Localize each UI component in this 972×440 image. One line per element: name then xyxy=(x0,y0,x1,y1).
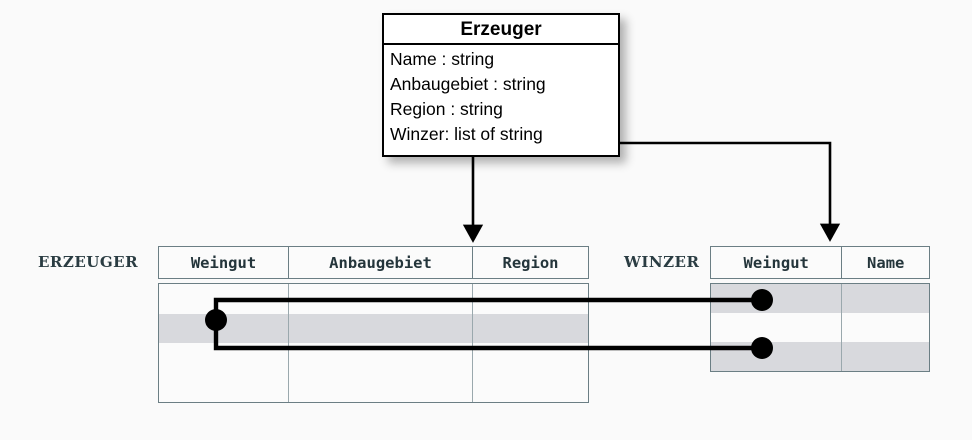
column-header-region: Region xyxy=(502,253,559,272)
table-cell xyxy=(289,372,473,402)
table-cell xyxy=(159,372,289,402)
table-cell xyxy=(711,284,843,313)
uml-attribute: Anbaugebiet : string xyxy=(390,74,546,94)
table-cell xyxy=(473,314,588,344)
table-cell xyxy=(711,342,843,371)
winzer-mapping-arrow xyxy=(607,141,841,242)
table-cell xyxy=(159,343,289,373)
table-cell xyxy=(473,373,588,403)
column-header-name: Name xyxy=(867,253,905,272)
table-cell xyxy=(289,313,473,343)
table-row[interactable] xyxy=(159,313,588,344)
table-row[interactable] xyxy=(159,284,588,314)
table-header-winzer: Weingut Name xyxy=(710,246,930,279)
table-cell xyxy=(842,342,929,371)
table-body-winzer xyxy=(710,283,930,372)
uml-attribute: Winzer: list of string xyxy=(390,124,543,144)
uml-class-box: Erzeuger Name : string Anbaugebiet : str… xyxy=(382,13,620,157)
table-cell xyxy=(159,284,289,314)
uml-attribute: Name : string xyxy=(390,49,495,69)
table-row[interactable] xyxy=(159,372,588,403)
table-cell xyxy=(159,313,289,343)
table-label-winzer: WINZER xyxy=(624,253,700,271)
uml-attribute: Region : string xyxy=(390,99,503,119)
table-cell xyxy=(289,343,473,373)
table-cell xyxy=(473,284,588,314)
table-cell xyxy=(289,284,473,314)
table-cell xyxy=(711,313,843,342)
uml-class-name: Erzeuger xyxy=(384,15,618,45)
table-row[interactable] xyxy=(711,313,929,342)
table-label-erzeuger: ERZEUGER xyxy=(38,253,139,271)
table-row[interactable] xyxy=(711,342,929,371)
table-header-erzeuger: Weingut Anbaugebiet Region xyxy=(158,246,589,279)
table-cell xyxy=(842,313,929,342)
table-cell xyxy=(842,284,929,313)
table-body-erzeuger xyxy=(158,283,589,403)
uml-attribute-list: Name : string Anbaugebiet : string Regio… xyxy=(384,45,618,147)
column-header-anbaugebiet: Anbaugebiet xyxy=(289,247,473,278)
table-row[interactable] xyxy=(159,343,588,373)
table-cell xyxy=(473,343,588,373)
table-row[interactable] xyxy=(711,284,929,313)
column-header-weingut: Weingut xyxy=(159,247,289,278)
column-header-weingut: Weingut xyxy=(711,247,843,278)
